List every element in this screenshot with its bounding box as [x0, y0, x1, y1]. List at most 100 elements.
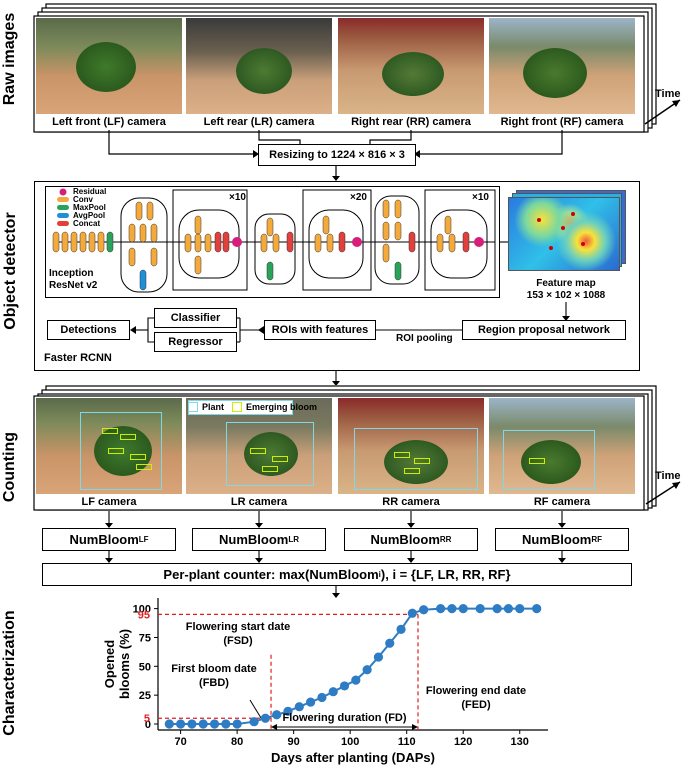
y-tick-label: 50: [139, 661, 151, 673]
data-point: [249, 717, 259, 727]
feature-map-label: Feature map: [536, 278, 596, 289]
resize-box: Resizing to 1224 × 816 × 3: [258, 144, 416, 166]
fbd-label-line2: (FBD): [199, 677, 229, 689]
data-point: [164, 719, 174, 729]
fbd-label-line1: First bloom date: [171, 663, 257, 675]
numbloom-sub-rr: RR: [439, 535, 452, 544]
data-point: [396, 624, 406, 634]
counter-text: Per-plant counter: max(NumBloom: [163, 567, 379, 582]
repeat-label-1: ×10: [229, 192, 246, 203]
y-tick-label: 75: [139, 632, 151, 644]
legend-concat: Concat: [73, 219, 101, 228]
data-point: [458, 604, 468, 614]
numbloom-label-rf: NumBloom: [521, 532, 592, 547]
raw-photo-lf: [36, 18, 182, 114]
x-tick-label: 110: [398, 736, 416, 748]
x-axis-label: Days after planting (DAPs): [271, 750, 435, 765]
count-caption-lr: LR camera: [230, 496, 288, 508]
y-red-tick-label: 95: [138, 609, 150, 621]
feature-map-dims: 153 × 102 × 1088: [526, 290, 606, 301]
time-label-counting: Time: [655, 470, 681, 482]
count-photo-lr: [186, 398, 332, 494]
count-photo-lf: [36, 398, 182, 494]
rois-box: ROIs with features: [264, 320, 376, 340]
data-point: [232, 719, 242, 729]
rpn-box: Region proposal network: [462, 320, 626, 340]
data-point: [272, 710, 282, 720]
data-point: [492, 604, 502, 614]
data-point: [198, 719, 208, 729]
data-point: [503, 604, 514, 614]
data-point: [209, 719, 220, 729]
x-tick-label: 70: [174, 736, 186, 748]
data-point: [419, 605, 429, 615]
legend-plant-label: Plant: [202, 402, 225, 412]
repeat-label-2: ×20: [350, 192, 367, 203]
data-point: [306, 697, 316, 707]
legend-avgpool: AvgPool: [73, 211, 106, 220]
fsd-label-line2: (FSD): [223, 635, 253, 647]
count-caption-rf: RF camera: [533, 496, 591, 508]
detections-box: Detections: [47, 320, 130, 340]
count-photo-rf: [489, 398, 635, 494]
count-caption-rr: RR camera: [382, 496, 440, 508]
data-point: [339, 681, 350, 691]
camera-caption-rf: Right front (RF) camera: [500, 116, 624, 128]
y-tick-label: 100: [133, 604, 151, 616]
roi-pooling-label: ROI pooling: [396, 333, 453, 344]
time-label-raw: Time: [655, 88, 681, 100]
numbloom-label-rr: NumBloom: [370, 532, 440, 547]
backbone-label: Inception ResNet v2: [49, 268, 98, 291]
legend-bloom-swatch: [232, 402, 243, 412]
count-photo-rr: [338, 398, 484, 494]
legend-maxpool: MaxPool: [73, 203, 106, 212]
data-point: [385, 638, 395, 648]
y-axis-label: Openedblooms (%): [102, 629, 132, 699]
legend-plant-swatch: [188, 402, 198, 412]
data-point: [221, 719, 231, 729]
counter-tail: ), i = {LF, LR, RR, RF}: [380, 567, 511, 582]
y-red-tick-label: 5: [144, 713, 150, 725]
data-point: [328, 687, 338, 697]
data-point: [373, 652, 384, 662]
data-point: [407, 608, 417, 618]
data-point: [447, 604, 457, 614]
fsd-label-line1: Flowering start date: [186, 621, 291, 633]
count-caption-lf: LF camera: [81, 496, 137, 508]
fd-label: Flowering duration (FD): [282, 712, 406, 724]
data-point: [187, 719, 197, 729]
repeat-label-3: ×10: [472, 192, 489, 203]
counting-legend: Plant Emerging bloom: [188, 400, 333, 414]
counting-connectors: [105, 511, 566, 598]
raw-photo-rf: [489, 18, 635, 114]
x-tick-label: 130: [511, 736, 529, 748]
fd-arrow-head-right: [412, 724, 418, 730]
numbloom-sub-rf: RF: [591, 535, 602, 544]
framework-label: Faster RCNN: [44, 352, 112, 364]
x-tick-label: 120: [454, 736, 472, 748]
data-point: [532, 604, 542, 614]
camera-caption-rr: Right rear (RR) camera: [351, 116, 471, 128]
legend-residual: Residual: [73, 187, 107, 196]
y-tick-label: 25: [139, 690, 151, 702]
data-point: [436, 604, 446, 614]
feature-map: [506, 190, 626, 272]
x-tick-label: 80: [231, 736, 243, 748]
resize-connectors: [108, 130, 563, 181]
inception-resnet-diagram: [52, 188, 496, 293]
data-point: [176, 719, 186, 729]
raw-photo-rr: [338, 18, 484, 114]
data-point: [515, 604, 525, 614]
x-tick-label: 100: [341, 736, 359, 748]
legend-bloom-label: Emerging bloom: [246, 402, 318, 412]
data-point: [362, 665, 372, 675]
numbloom-label-lf: NumBloom: [69, 532, 139, 547]
numbloom-sub-lr: LR: [288, 535, 299, 544]
data-point: [317, 692, 327, 703]
